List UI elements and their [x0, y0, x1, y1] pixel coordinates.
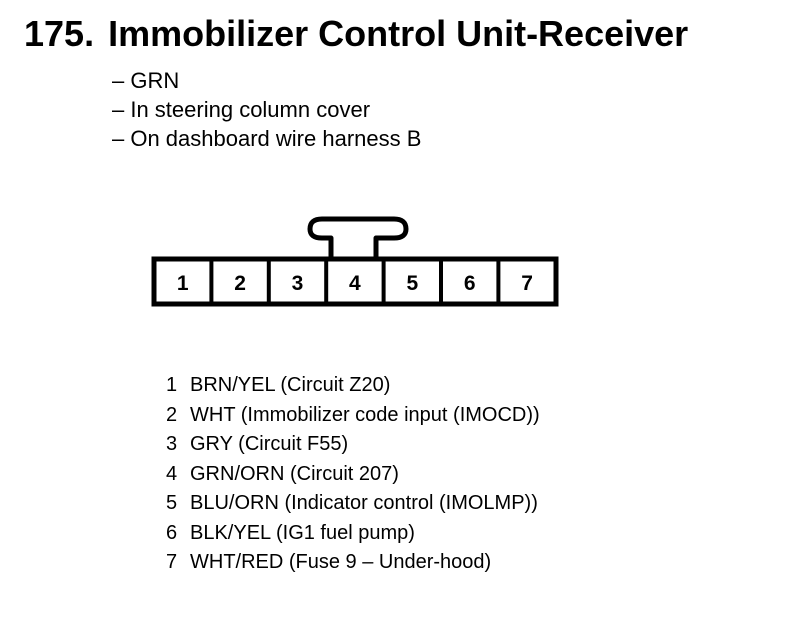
- component-title: 175. Immobilizer Control Unit-Receiver: [24, 14, 688, 54]
- pin-description: GRN/ORN (Circuit 207): [190, 462, 399, 485]
- note-location: – In steering column cover: [112, 97, 371, 122]
- pin-description: GRY (Circuit F55): [190, 433, 349, 455]
- cavity-label-5: 5: [406, 272, 418, 295]
- pinout-item: 6 BLK/YEL (IG1 fuel pump): [166, 519, 540, 549]
- pin-description: BRN/YEL (Circuit Z20): [190, 374, 391, 396]
- pin-number: 6: [166, 521, 178, 544]
- cavity-label-6: 6: [464, 272, 476, 295]
- note-color: – GRN: [112, 68, 180, 93]
- connector-housing: [151, 256, 559, 307]
- note-harness: – On dashboard wire harness B: [112, 126, 422, 151]
- pinout-list: 1 BRN/YEL (Circuit Z20) 2 WHT (Immobilizer…: [166, 371, 540, 578]
- pin-number: 1: [166, 374, 178, 396]
- pin-description: WHT/RED (Fuse 9 – Under-hood): [190, 551, 492, 573]
- pin-number: 5: [166, 492, 178, 514]
- cavity-label-2: 2: [234, 272, 246, 295]
- cavity-label-7: 7: [521, 272, 533, 295]
- pin-number: 3: [166, 433, 178, 455]
- pin-number: 4: [166, 462, 178, 485]
- component-name: Immobilizer Control Unit-Receiver: [108, 13, 689, 54]
- pinout-item: 5 BLU/ORN (Indicator control (IMOLMP)): [166, 489, 540, 519]
- component-number: 175.: [24, 13, 95, 54]
- pinout-item: 7 WHT/RED (Fuse 9 – Under-hood): [166, 548, 540, 578]
- component-notes: – GRN – In steering column cover – On da…: [112, 66, 421, 153]
- pinout-item: 4 GRN/ORN (Circuit 207): [166, 460, 540, 490]
- pinout-item: 3 GRY (Circuit F55): [166, 430, 540, 460]
- pin-description: BLU/ORN (Indicator control (IMOLMP)): [190, 492, 538, 514]
- pin-number: 7: [166, 551, 178, 573]
- connector-diagram: 1 2 3 4 5 6 7: [151, 216, 559, 307]
- pinout-item: 1 BRN/YEL (Circuit Z20): [166, 371, 540, 401]
- cavity-label-4: 4: [349, 272, 361, 295]
- cavity-label-3: 3: [292, 272, 304, 295]
- pin-description: BLK/YEL (IG1 fuel pump): [190, 521, 415, 544]
- cavity-label-1: 1: [177, 272, 189, 295]
- pin-description: WHT (Immobilizer code input (IMOCD)): [190, 403, 540, 426]
- pin-number: 2: [166, 403, 178, 426]
- connector-lock-tab: [307, 216, 409, 258]
- pinout-item: 2 WHT (Immobilizer code input (IMOCD)): [166, 401, 540, 431]
